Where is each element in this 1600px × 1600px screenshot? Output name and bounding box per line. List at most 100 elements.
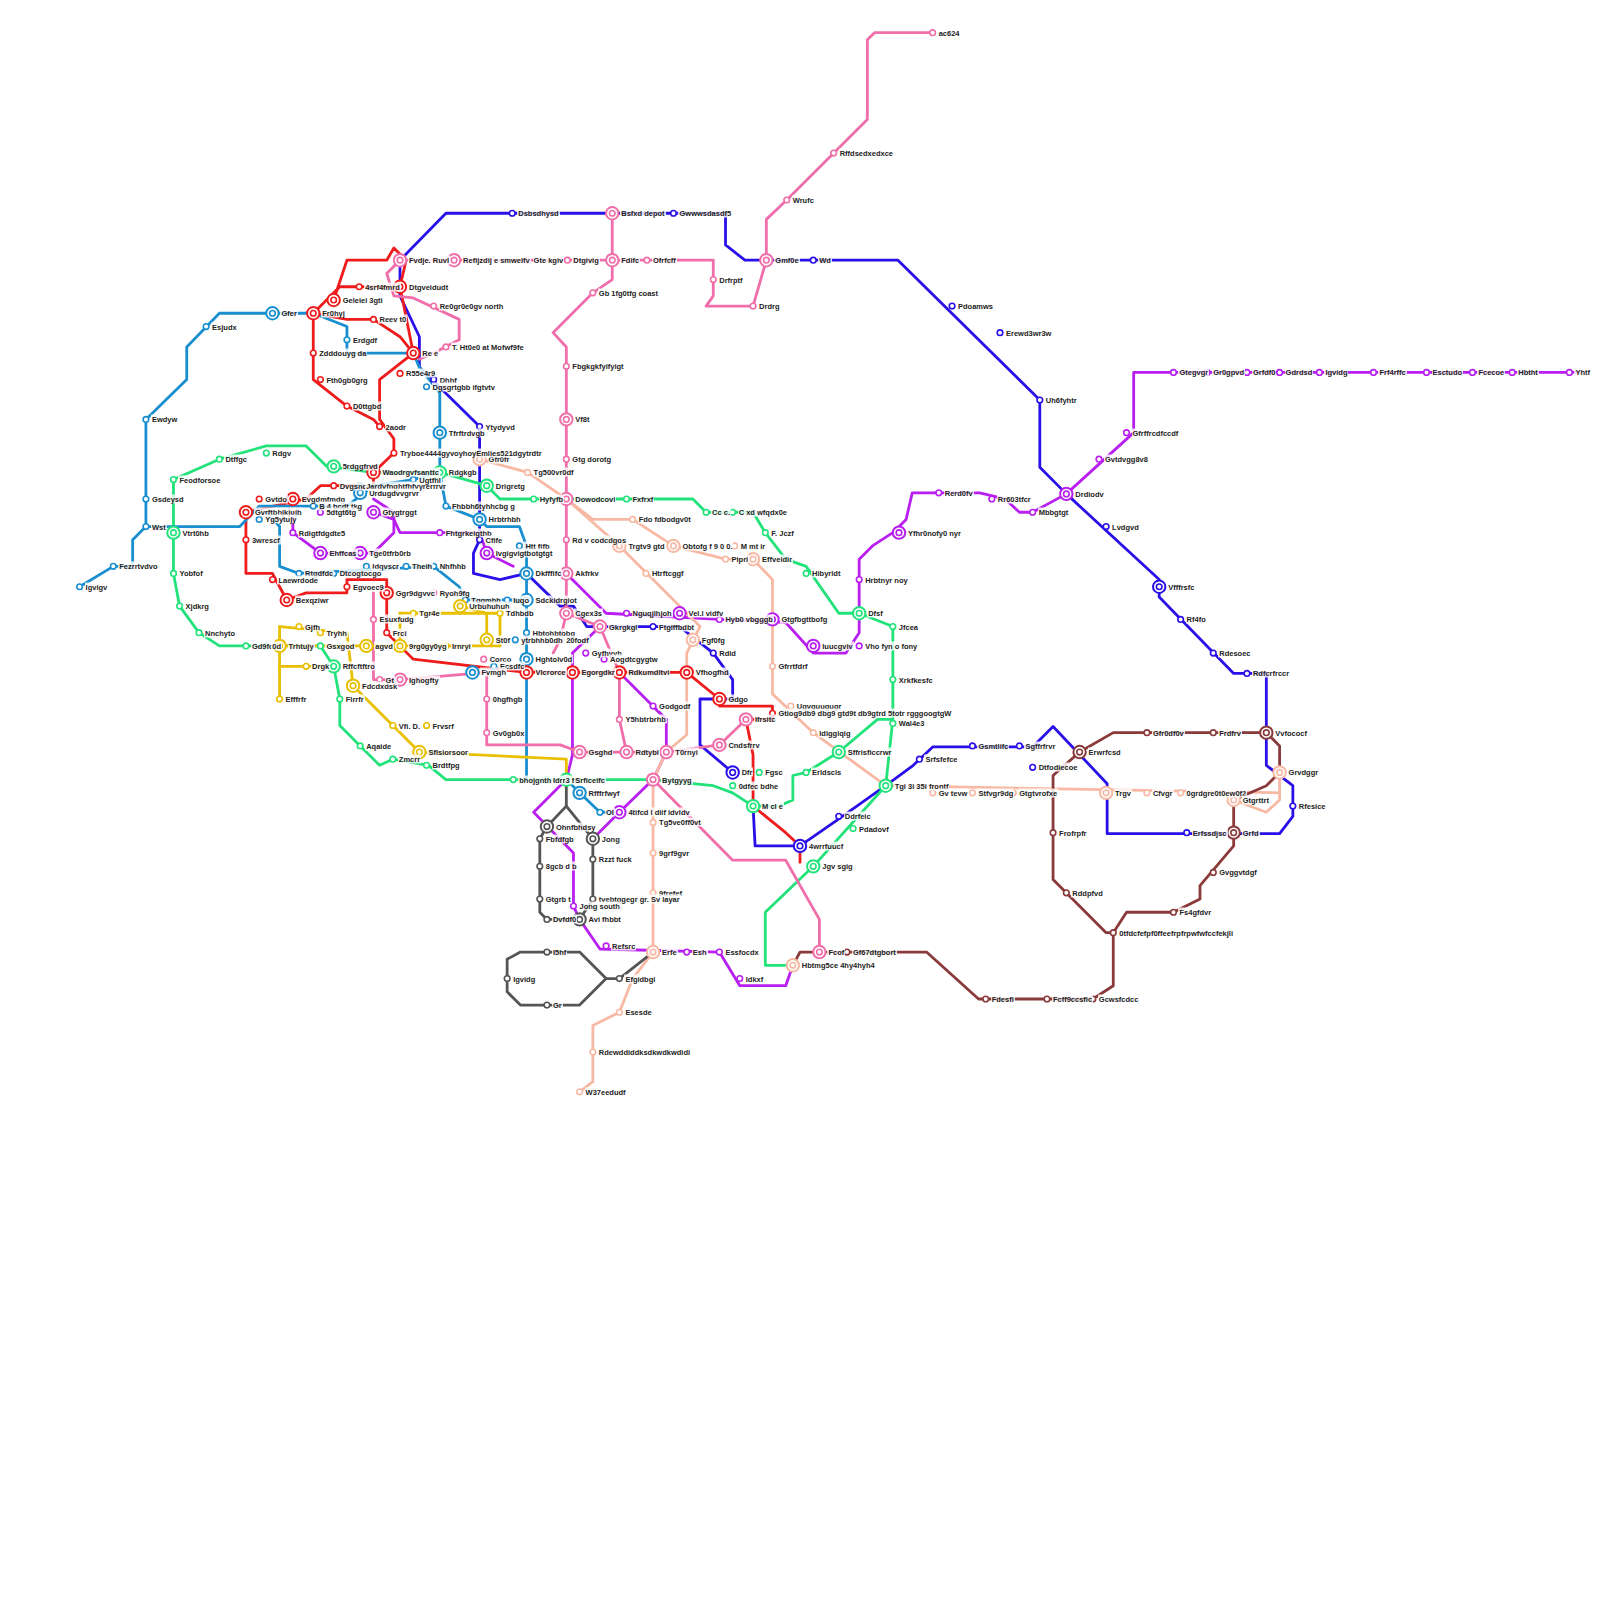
- interchange-core: [790, 963, 796, 969]
- station-symbol: [344, 337, 350, 343]
- station-symbol: [587, 833, 599, 845]
- station-symbol: [684, 949, 690, 955]
- station-symbol: [424, 723, 430, 729]
- station-label: Refsrc: [611, 941, 636, 950]
- interchange-core: [624, 749, 630, 755]
- interchange-ring: [1273, 766, 1285, 778]
- station-symbol: [723, 556, 729, 562]
- station-symbol: [1210, 870, 1216, 876]
- station-symbol: [143, 417, 149, 423]
- station-symbol: [520, 567, 532, 579]
- station-symbol: [590, 856, 596, 862]
- station-dot: [110, 564, 116, 570]
- station-symbol: [167, 526, 179, 538]
- station-label: Frci: [392, 628, 408, 637]
- station-dot: [571, 903, 577, 909]
- interchange-ring: [1060, 488, 1072, 500]
- station-symbol: [1277, 370, 1283, 376]
- station-label: 8gcb d b: [545, 862, 578, 871]
- station-label: Tfrftrdvgb: [448, 428, 486, 437]
- station-label: 20fodf: [565, 635, 590, 644]
- interchange-core: [617, 670, 623, 676]
- station-dot: [525, 470, 531, 476]
- station-symbol: [810, 257, 816, 263]
- station-symbol: [1030, 509, 1036, 515]
- station-dot: [1210, 870, 1216, 876]
- station-label: Grvdggr: [1288, 768, 1320, 777]
- station-label: Erewd3wr3w: [1005, 328, 1052, 337]
- route-line: [765, 719, 893, 965]
- interchange-core: [357, 490, 363, 496]
- interchange-core: [717, 696, 723, 702]
- station-symbol: [394, 254, 406, 266]
- interchange-ring: [747, 800, 759, 812]
- station-label: Ighogfty: [408, 675, 440, 684]
- station-label: Gtgrttrt: [1242, 796, 1270, 805]
- station-symbol: [454, 600, 466, 612]
- station-symbol: [794, 840, 806, 852]
- station-dot: [177, 603, 183, 609]
- station-label: Fbgkgkfyifyigt: [571, 362, 624, 371]
- station-dot: [1030, 765, 1036, 771]
- station-label: Cndsfrrv: [727, 740, 760, 749]
- station-label: Gfrrtfdrf: [777, 662, 808, 671]
- station-label: 0tfdcfefpf0ffeefrpfrpwfwfccfekjli: [1118, 928, 1234, 937]
- station-symbol: [970, 743, 976, 749]
- station-dot: [730, 783, 736, 789]
- station-symbol: [437, 530, 443, 536]
- station-label: 4srf4fmrd: [364, 282, 401, 291]
- station-dot: [504, 976, 510, 982]
- station-symbol: [710, 650, 716, 656]
- station-dot: [1171, 909, 1177, 915]
- interchange-core: [750, 556, 756, 562]
- station-symbol: [525, 470, 531, 476]
- station-symbol: [1044, 996, 1050, 1002]
- station-label: Gsdeysd: [151, 494, 185, 503]
- station-dot: [1037, 397, 1043, 403]
- station-dot: [357, 743, 363, 749]
- station-label: T. Ht0e0 at Mofwf9fe: [451, 342, 525, 351]
- station-label: Pdadovf: [858, 824, 890, 833]
- station-label: Gfrffrcdfccdf: [1132, 428, 1180, 437]
- station-symbol: [624, 496, 630, 502]
- station-symbol: [513, 637, 519, 643]
- station-dot: [890, 721, 896, 727]
- station-symbol: [303, 664, 309, 670]
- station-label: Gtiog9db9 dbg9 gtd9t db9gtrd 5totr rgggo…: [777, 709, 952, 718]
- station-label: F. Jczf: [770, 528, 795, 537]
- station-label: Pipri: [731, 555, 750, 564]
- interchange-core: [677, 610, 683, 616]
- interchange-core: [797, 843, 803, 849]
- station-dot: [624, 610, 630, 616]
- station-symbol: [747, 800, 759, 812]
- station-dot: [484, 730, 490, 736]
- route-line: [400, 213, 1293, 846]
- interchange-core: [331, 297, 337, 303]
- interchange-core: [477, 517, 483, 523]
- interchange-core: [750, 803, 756, 809]
- interchange-core: [597, 624, 603, 630]
- station-dot: [763, 530, 769, 536]
- station-symbol: [564, 456, 570, 462]
- station-dot: [371, 317, 377, 323]
- station-dot: [443, 344, 449, 350]
- station-symbol: [647, 773, 659, 785]
- station-label: ytrbhhb0dh: [520, 635, 563, 644]
- interchange-ring: [613, 806, 625, 818]
- interchange-core: [484, 483, 490, 489]
- station-symbol: [810, 730, 816, 736]
- station-label: Essfocdx: [724, 948, 759, 957]
- station-symbol: [431, 303, 437, 309]
- station-label: Fhbbh6tyhhcbg g: [451, 502, 516, 511]
- station-dot: [344, 337, 350, 343]
- interchange-ring: [660, 746, 672, 758]
- station-dot: [431, 303, 437, 309]
- station-label: Gdgo: [727, 694, 749, 703]
- station-symbol: [970, 790, 976, 796]
- interchange-ring: [327, 294, 339, 306]
- station-label: 5rdggfrvd: [342, 462, 379, 471]
- station-label: Obtofg f 9 0 0.: [681, 541, 733, 550]
- interchange-core: [371, 509, 377, 515]
- station-symbol: [310, 503, 316, 509]
- station-symbol: [890, 624, 896, 630]
